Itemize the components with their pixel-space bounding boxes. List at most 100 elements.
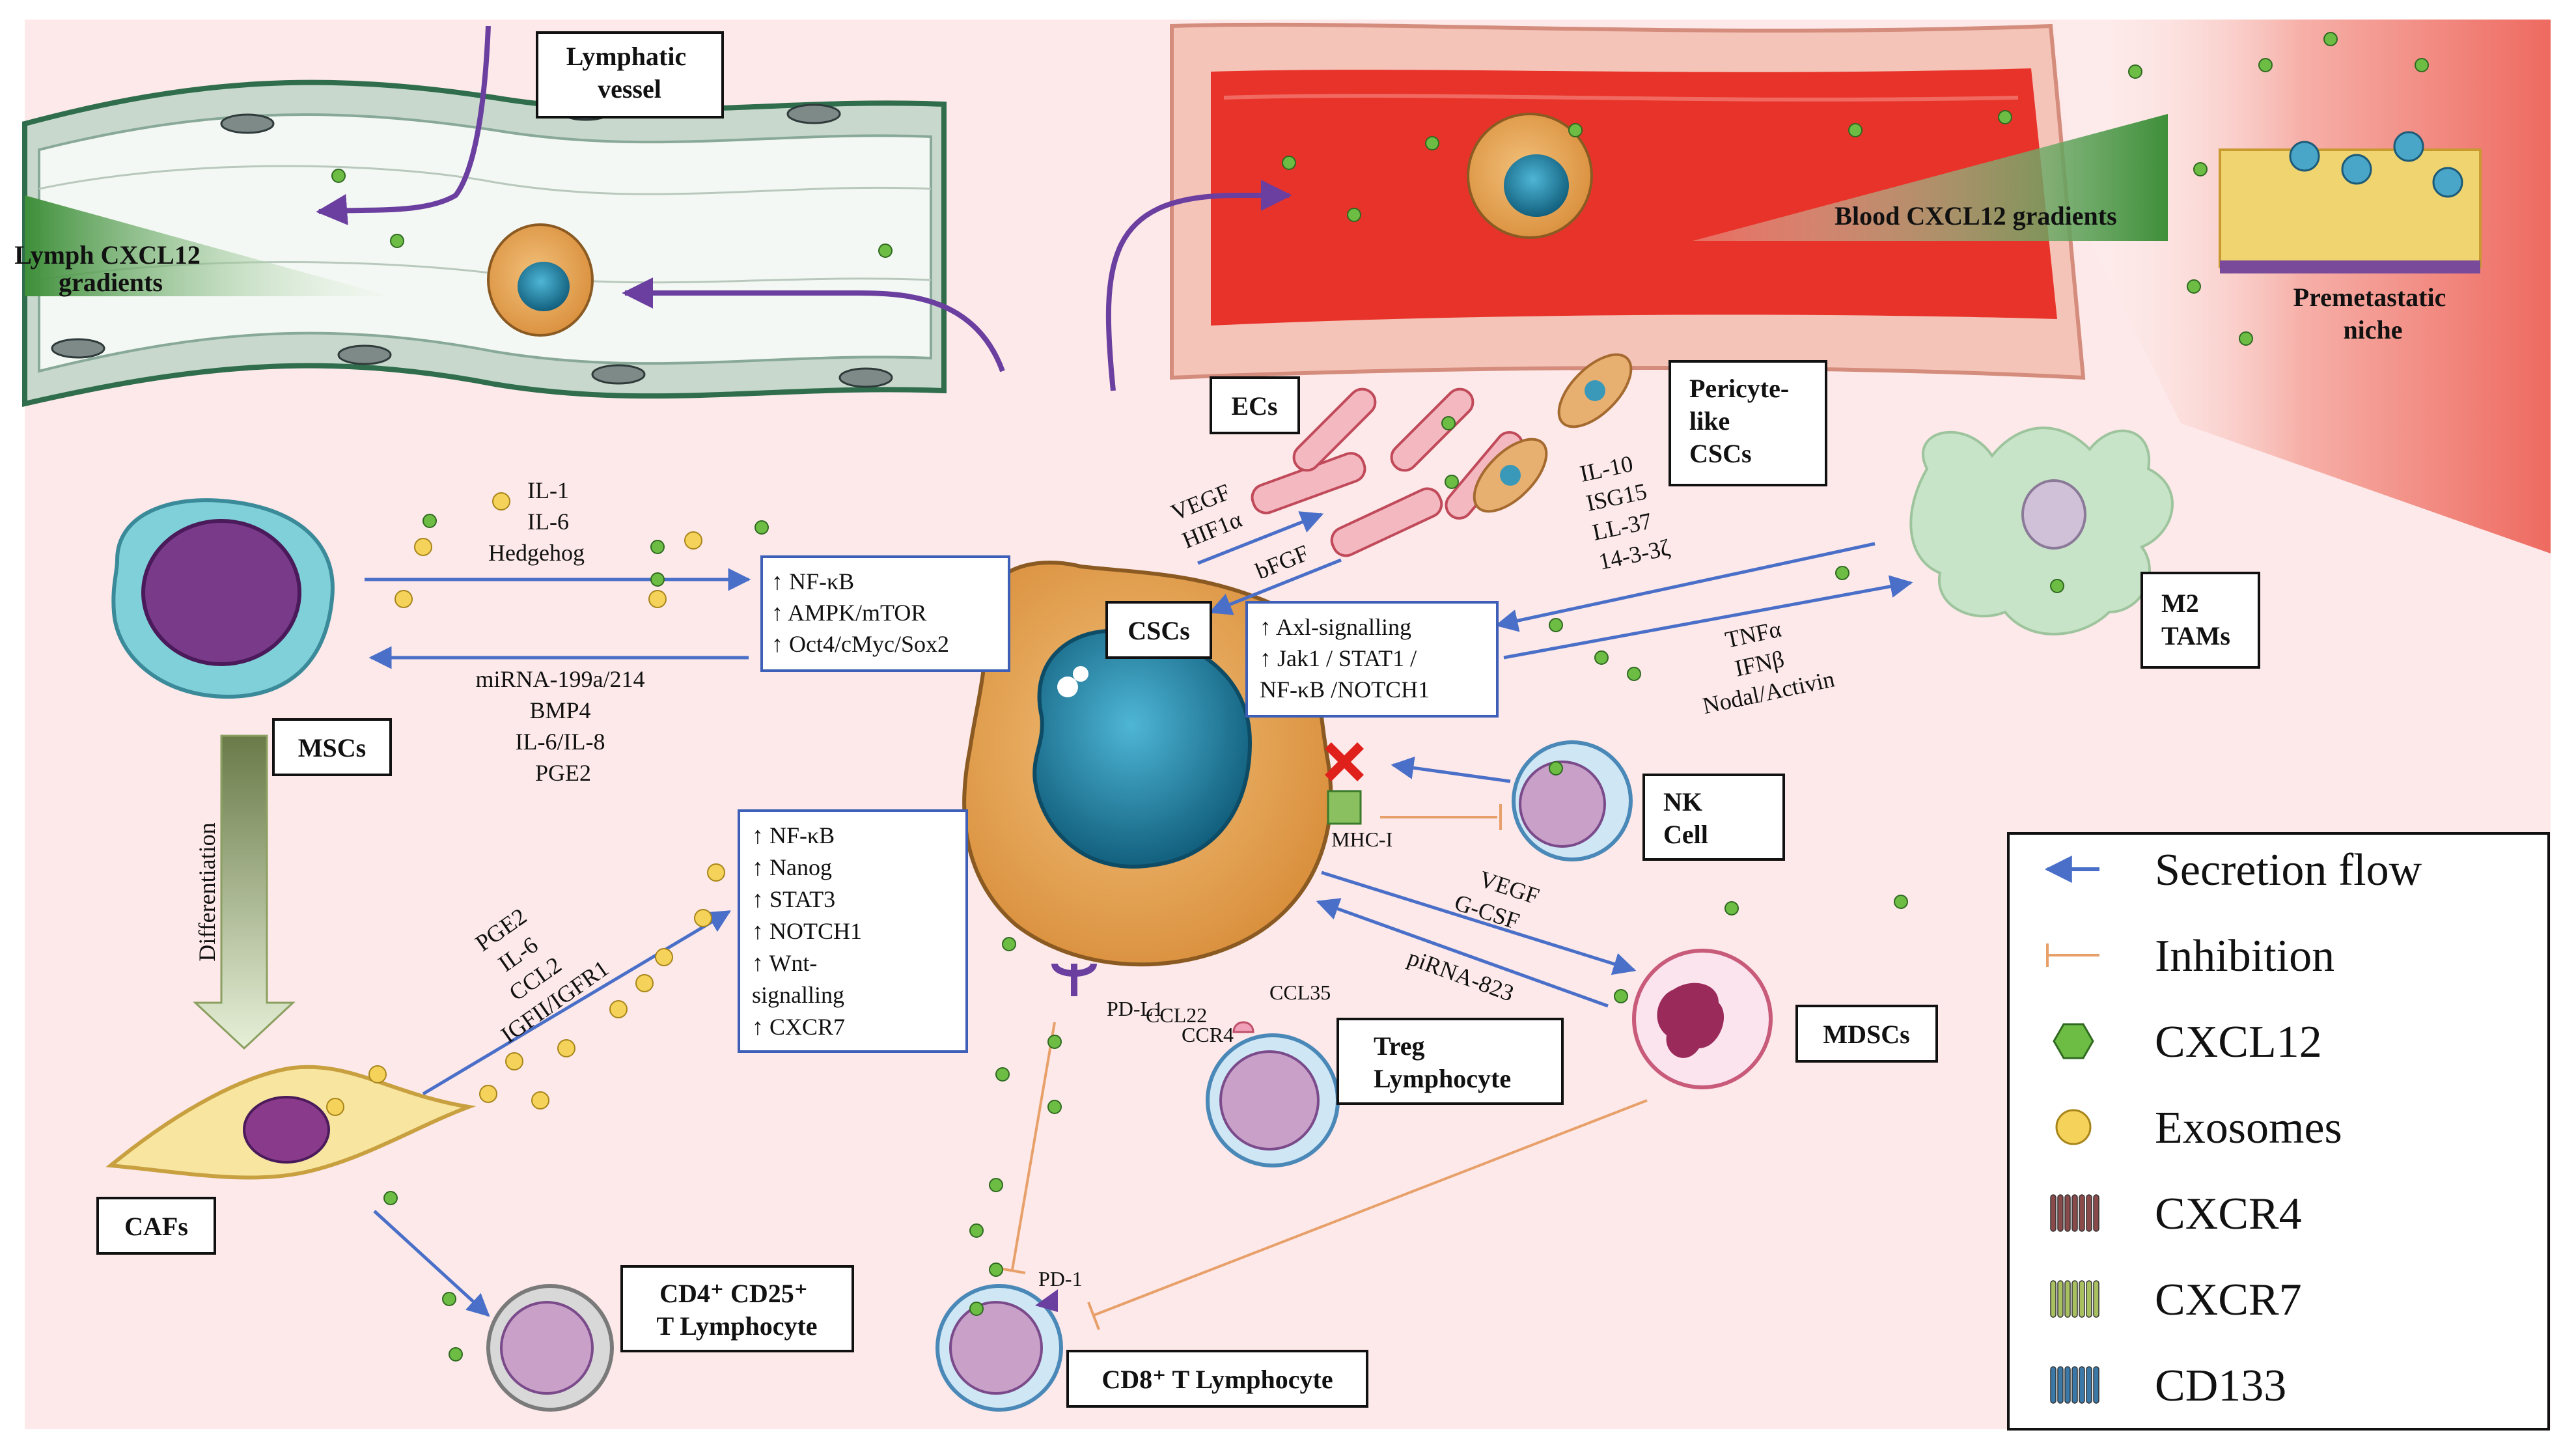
cxcl12-particle [442, 1292, 456, 1306]
cxcl12-particle [969, 1223, 984, 1238]
lymph-tumor-cell [487, 223, 594, 337]
cxcl12-particle [1549, 761, 1563, 775]
cd8-label: CD8⁺ T Lymphocyte [1101, 1365, 1333, 1394]
cxcl12-particle [1568, 123, 1583, 137]
cxcl12-particle [1549, 618, 1563, 632]
exosome-particle [479, 1085, 497, 1103]
endothelial-cells [1251, 353, 1633, 557]
legend-label: Inhibition [2155, 931, 2334, 981]
mdsc-cell-shape [1632, 949, 1773, 1089]
ccl22-text: CCL22 [1146, 1003, 1207, 1027]
cxcl12-particle [1848, 123, 1863, 137]
msc-out-text: miRNA-199a/214 BMP4 IL-6/IL-8 PGE2 [476, 666, 651, 786]
exosome-particle [395, 590, 413, 608]
m2-tams-label: M2 TAMs [2161, 589, 2230, 650]
cxcl12-particle [1047, 1035, 1062, 1049]
cd4-label: CD4⁺ CD25⁺ T Lymphocyte [656, 1279, 817, 1341]
differentiation-arrow [193, 734, 296, 1050]
nk-inhibition-marks [1325, 742, 1364, 825]
exosome-particle [414, 538, 432, 556]
cxcl12-particle [650, 540, 665, 554]
exosome-particle [655, 948, 673, 966]
cxcl12-particle [878, 244, 893, 258]
ecs-label: ECs [1231, 391, 1277, 421]
cxcl12-particle [449, 1347, 463, 1361]
exosome-particle [531, 1091, 549, 1110]
legend-label: CXCR7 [2155, 1275, 2302, 1325]
nk-cell-shape [1512, 740, 1633, 861]
exosome-particle [609, 1000, 628, 1018]
cxcl12-particle [2128, 64, 2142, 79]
pd1-receptor [1035, 1289, 1058, 1312]
cxcl12-particle [969, 1302, 984, 1316]
exosome-particle [505, 1052, 523, 1070]
cxcl12-particle [1594, 650, 1609, 665]
circle-icon [2055, 1109, 2092, 1145]
pdl1-text: PD-L1 [1107, 997, 1163, 1020]
cxcl12-particle [2187, 279, 2201, 294]
cxcl12-particle [1627, 667, 1641, 681]
msc-cell [111, 498, 335, 699]
msc-in-text: IL-1 IL-6 Hedgehog [488, 477, 585, 566]
cxcl12-particle [2050, 579, 2064, 593]
pdl1-receptor [1051, 962, 1097, 996]
cxcl12-particle [755, 520, 769, 535]
cxcl12-particle [650, 572, 665, 587]
cxcl12-particle [2415, 58, 2429, 72]
exosome-particle [326, 1098, 344, 1116]
niche-label: Premetastatic niche [2293, 283, 2453, 344]
cxcl12-particle [2258, 58, 2273, 72]
pathway-mscs-text: ↑ NF-κB ↑ AMPK/mTOR ↑ Oct4/cMyc/Sox2 [771, 568, 949, 657]
exosome-particle [648, 590, 667, 608]
cxcl12-particle [1894, 895, 1908, 909]
cafs-label: CAFs [124, 1212, 188, 1241]
legend: Secretion flowInhibitionCXCL12ExosomesCX… [2044, 845, 2422, 1411]
mhc-text: MHC-I [1331, 828, 1392, 851]
pathway-cafs-text: ↑ NF-κB ↑ Nanog ↑ STAT3 ↑ NOTCH1 ↑ Wnt- … [752, 822, 868, 1040]
particles-group [326, 32, 2429, 1361]
ccl35-text: CCL35 [1269, 981, 1331, 1004]
cxcl12-particle [1347, 208, 1361, 222]
tam-cell [1909, 426, 2174, 635]
cxcl12-particle [422, 514, 437, 528]
cxcl12-particle [1047, 1100, 1062, 1114]
cxcl12-particle [995, 1067, 1010, 1082]
differentiation-text: Differentiation [194, 822, 220, 961]
legend-label: CXCL12 [2155, 1017, 2322, 1067]
cxcl12-particle [1282, 156, 1296, 170]
cxcl12-particle [1614, 989, 1628, 1003]
csc-cell [962, 561, 1333, 967]
exosome-particle [707, 863, 725, 882]
lymph-gradient-label: Lymph CXCL12 gradients [14, 240, 207, 297]
pericyte-label: Pericyte- like CSCs [1689, 374, 1795, 468]
legend-box [2007, 832, 2550, 1431]
receptor-icon [2050, 1194, 2099, 1232]
nk-cell-label: NK Cell [1663, 787, 1709, 849]
exosome-particle [492, 492, 510, 510]
blood-vessel [1170, 22, 2086, 380]
migration-arrows [316, 25, 1292, 391]
cxcl12-particle [2323, 32, 2338, 46]
exosome-particle [635, 974, 654, 992]
premetastatic-tissue [2219, 131, 2482, 273]
caf-cell-shape [105, 1065, 477, 1180]
cd8-cell-shape [935, 1284, 1063, 1412]
blood-gradient-triangle [1693, 114, 2168, 241]
label-boxes [96, 31, 2260, 1408]
ccr4-receptor [1232, 1021, 1254, 1033]
exosome-particle [694, 909, 712, 927]
pathway-boxes [738, 555, 1499, 1053]
ccr4-text: CCR4 [1182, 1023, 1234, 1046]
hexagon-icon [2053, 1023, 2094, 1059]
receptor-icon [2050, 1280, 2099, 1318]
cxcl12-particle [1724, 901, 1739, 915]
cxcl12-particle [390, 234, 404, 248]
legend-label: Exosomes [2155, 1103, 2342, 1153]
exosome-particle [368, 1065, 387, 1083]
secretion-arrows [365, 511, 1913, 1317]
cxcl12-particle [1441, 416, 1456, 430]
inhibition-icon [2046, 943, 2099, 967]
cxcl12-particle [1002, 937, 1016, 951]
